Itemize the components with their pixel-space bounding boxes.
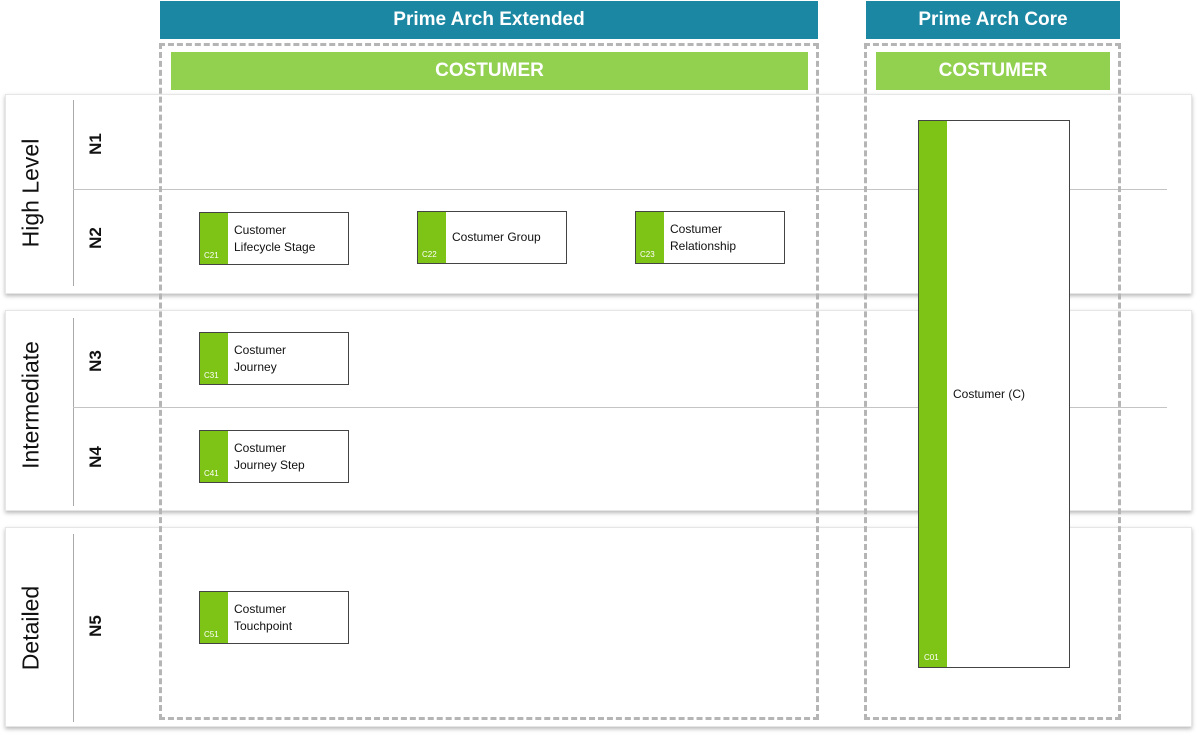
entity-code: C01	[924, 653, 939, 662]
band-separator	[73, 318, 74, 506]
entity-tag: C22	[418, 212, 446, 263]
column-header-core: Prime Arch Core	[866, 1, 1120, 39]
entity-tag: C01	[919, 121, 947, 667]
entity-name: Costumer Group	[452, 230, 541, 244]
entity-code: C21	[204, 251, 219, 260]
band-label-intermediate: Intermediate	[17, 341, 44, 469]
level-label-n4: N4	[86, 446, 105, 468]
column-header-extended: Prime Arch Extended	[160, 1, 818, 39]
entity-code: C22	[422, 250, 437, 259]
entity-code: C41	[204, 469, 219, 478]
entity-tag: C23	[636, 212, 664, 263]
band-separator	[73, 534, 74, 722]
core-entity-name: Costumer (C)	[953, 387, 1026, 401]
band-separator	[73, 100, 74, 286]
entity-c22[interactable]: C22 Costumer Group	[417, 211, 567, 264]
core-entity-c01[interactable]: C01 Costumer (C)	[918, 120, 1070, 668]
level-label-n2: N2	[86, 227, 105, 249]
level-label-n1: N1	[86, 133, 105, 155]
level-label-n3: N3	[86, 350, 105, 372]
entity-tag: C21	[200, 213, 228, 264]
level-label-n5: N5	[86, 615, 105, 637]
entity-code: C31	[204, 371, 219, 380]
entity-code: C23	[640, 250, 655, 259]
entity-tag: C41	[200, 431, 228, 482]
subheader-extended: COSTUMER	[171, 52, 808, 90]
entity-tag: C51	[200, 592, 228, 643]
level-divider-n3-n4	[73, 407, 1167, 408]
band-label-detailed: Detailed	[17, 585, 44, 671]
entity-code: C51	[204, 630, 219, 639]
extended-dashed-container	[159, 43, 819, 720]
level-divider-n1-n2	[73, 189, 1167, 190]
entity-tag: C31	[200, 333, 228, 384]
core-dashed-container	[864, 43, 1121, 720]
subheader-core: COSTUMER	[876, 52, 1110, 90]
band-label-high-level: High Level	[17, 138, 44, 248]
